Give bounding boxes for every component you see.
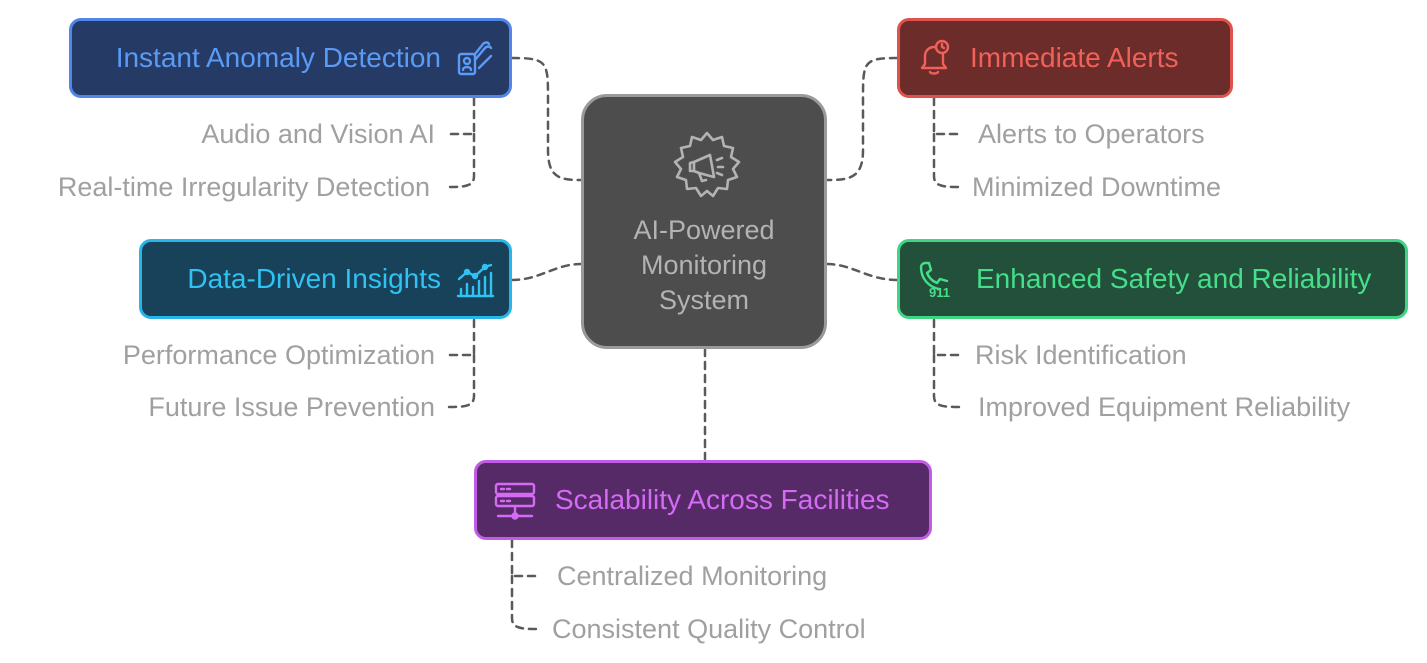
connector-anomaly — [510, 56, 583, 182]
topic-alerts-label: Immediate Alerts — [970, 42, 1179, 73]
svg-text:911: 911 — [929, 285, 950, 299]
insights-item-1: Performance Optimization — [122, 340, 435, 370]
anomaly-item-1: Audio and Vision AI — [201, 119, 435, 149]
gear-megaphone-icon — [673, 131, 741, 198]
connector-safety — [825, 262, 899, 282]
alarm-bell-icon — [920, 39, 950, 75]
hand-badge-icon — [457, 41, 493, 76]
safety-item-2: Improved Equipment Reliability — [978, 392, 1351, 422]
anomaly-item-2: Real-time Irregularity Detection — [57, 172, 430, 202]
phone-911-icon: 911 — [919, 261, 950, 299]
connector-alerts-item-1 — [932, 96, 962, 136]
connector-insights-item-1 — [446, 318, 476, 357]
alerts-item-1: Alerts to Operators — [978, 119, 1205, 149]
insights-item-2: Future Issue Prevention — [148, 392, 435, 422]
center-node: AI-Powered Monitoring System — [581, 94, 827, 349]
safety-item-1: Risk Identification — [975, 340, 1187, 370]
topic-scalability: Scalability Across Facilities — [474, 460, 932, 540]
connector-anomaly-item-1 — [446, 96, 476, 136]
scalability-item-2: Consistent Quality Control — [552, 614, 866, 644]
connector-scalability-item-1 — [510, 538, 540, 578]
scalability-item-1: Centralized Monitoring — [557, 561, 828, 591]
connector-anomaly-item-2 — [446, 132, 476, 189]
chart-growth-icon — [456, 263, 495, 298]
connector-safety-item-2 — [932, 353, 962, 409]
topic-data-insights: Data-Driven Insights — [139, 239, 512, 319]
connector-insights-item-2 — [446, 353, 476, 409]
connector-scalability-item-2 — [510, 574, 540, 631]
connector-alerts-item-2 — [932, 132, 962, 189]
topic-insights-label: Data-Driven Insights — [187, 263, 441, 294]
connector-alerts — [825, 56, 899, 182]
connector-insights — [510, 262, 583, 282]
topic-scalability-label: Scalability Across Facilities — [555, 484, 890, 515]
topic-anomaly-label: Instant Anomaly Detection — [115, 42, 441, 73]
connector-safety-item-1 — [932, 318, 962, 357]
center-title: AI-Powered Monitoring System — [633, 215, 775, 315]
alerts-item-2: Minimized Downtime — [972, 172, 1222, 202]
topic-safety-label: Enhanced Safety and Reliability — [976, 263, 1372, 294]
topic-anomaly-detection: Instant Anomaly Detection — [69, 18, 512, 98]
topic-safety-reliability: 911 Enhanced Safety and Reliability — [897, 239, 1408, 319]
topic-immediate-alerts: Immediate Alerts — [897, 18, 1233, 98]
server-network-icon — [494, 482, 536, 520]
